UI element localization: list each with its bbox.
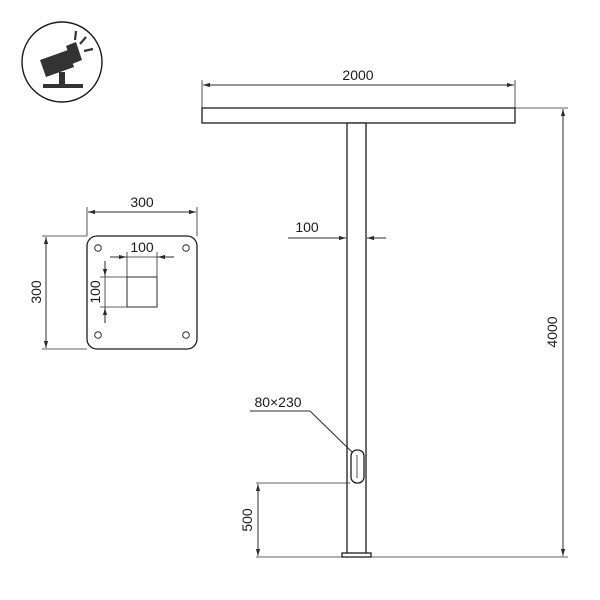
hole-width-label: 100 — [130, 239, 154, 255]
base-height-label: 300 — [28, 280, 44, 304]
hole-height-label: 100 — [87, 280, 103, 304]
bolt-hole-bottom-right — [182, 331, 190, 339]
hatch-height-label: 500 — [239, 508, 255, 532]
base-plate-outline — [86, 235, 198, 350]
bolt-hole-bottom-left — [94, 331, 102, 339]
pole-height-label: 4000 — [544, 316, 560, 347]
spotlight-mount-icon — [21, 21, 103, 103]
access-hatch — [350, 449, 365, 484]
base-plate-square-hole — [126, 276, 158, 308]
pole-assembly: 2000 100 4000 80×230 500 — [201, 67, 568, 558]
pole-diameter-label: 100 — [295, 219, 319, 235]
bolt-hole-top-left — [94, 244, 102, 252]
arm-length-label: 2000 — [342, 67, 373, 83]
hatch-size-label: 80×230 — [254, 394, 301, 410]
top-arm — [201, 107, 516, 124]
base-plate: 300 300 100 100 — [28, 194, 198, 350]
bolt-hole-top-right — [182, 244, 190, 252]
pole-base-flange — [341, 552, 372, 558]
pole-shaft — [346, 122, 367, 557]
base-width-label: 300 — [130, 194, 154, 210]
